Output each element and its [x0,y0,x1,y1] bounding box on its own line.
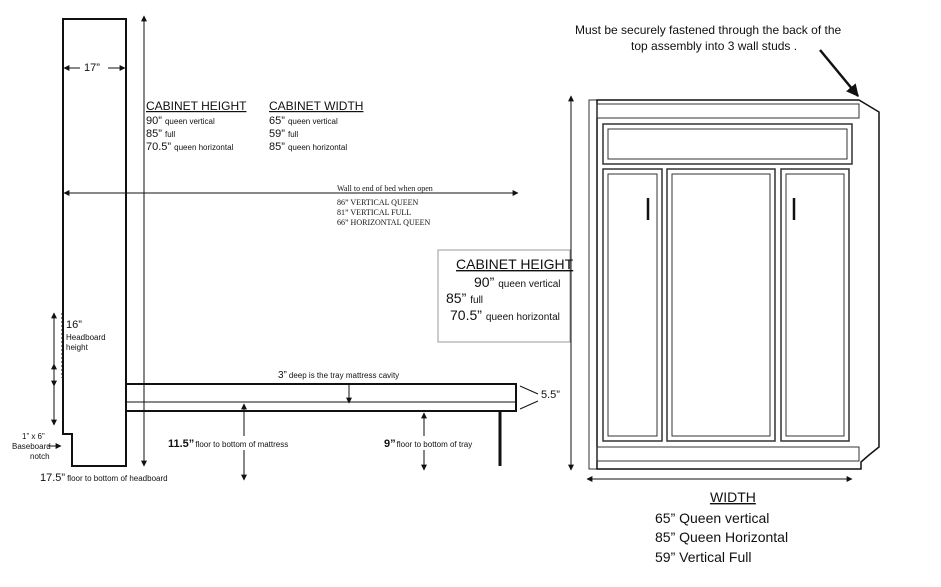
cabinet-outer-frame [596,99,880,470]
floor-to-mattress-label: 11.5”floor to bottom of mattress [168,438,288,450]
cabinet-height-row-3: 70.5” queen horizontal [146,141,234,153]
width-row-2: 85” Queen Horizontal [655,529,788,545]
cabinet-width-title: CABINET WIDTH [269,99,363,113]
header-panel-inset [607,128,848,160]
front-cabinet-height-row-1: 90”queen vertical [474,274,561,290]
left-door [602,168,663,442]
base-moulding [596,446,860,462]
headboard-label-2: height [66,343,89,352]
floor-to-tray-bg [382,436,480,450]
width-row-3: 59” Vertical Full [655,549,751,565]
headboard-label-1: Headboard [66,333,106,342]
wall-to-end-line-1: 86” VERTICAL QUEEN [337,198,419,207]
side-view: 17” CABINET HEIGHT 90” queen vertical 85… [12,15,560,484]
tray-depth-label: 3”deep is the tray mattress cavity [278,370,399,381]
tray-height-label: 5.5” [541,389,560,401]
cabinet-height-table: CABINET HEIGHT 90” queen vertical 85” fu… [146,99,247,153]
cabinet-height-title: CABINET HEIGHT [146,99,247,113]
cabinet-left-trim [588,99,598,470]
header-panel [602,123,853,165]
baseboard-label-1: 1” x 6” [22,432,45,441]
floor-to-tray-label: 9”floor to bottom of tray [384,438,472,450]
width-row-1: 65” Queen vertical [655,510,769,526]
cabinet-height-row-1: 90” queen vertical [146,115,215,127]
depth-label-bg [80,60,108,74]
install-note-line-2: top assembly into 3 wall studs . [631,39,797,53]
bed-tray [125,383,517,412]
center-panel [666,168,776,442]
floor-to-mattress-bg [166,436,302,450]
baseboard-label-2: Baseboard [12,442,51,451]
cabinet-width-table: CABINET WIDTH 65” queen vertical 59” ful… [269,99,363,153]
cabinet-width-row-1: 65” queen vertical [269,115,338,127]
wall-to-end-line-2: 81” VERTICAL FULL [337,208,411,217]
front-view: Must be securely fastened through the ba… [437,23,880,565]
wall-to-end-line-3: 66” HORIZONTAL QUEEN [337,218,430,227]
tray-height-leader-top [519,385,539,395]
cabinet-side-profile [62,18,127,467]
floor-to-headboard-label: 17.5”floor to bottom of headboard [40,472,168,484]
left-door-inset [607,173,658,437]
width-title: WIDTH [710,489,756,505]
front-cabinet-height-row-2: 85”full [446,290,483,306]
cabinet-height-row-2: 85” full [146,128,175,140]
baseboard-label-3: notch [30,452,50,461]
crown-moulding [596,103,860,119]
cabinet-width-row-3: 85” queen horizontal [269,141,347,153]
center-panel-inset [671,173,771,437]
front-cabinet-height-title: CABINET HEIGHT [456,256,574,272]
depth-label: 17” [84,62,100,74]
wall-to-end-title: Wall to end of bed when open [337,184,433,193]
front-cabinet-height-row-3: 70.5”queen horizontal [450,307,560,323]
right-door-inset [785,173,845,437]
install-note-arrow [819,49,859,97]
cabinet-width-row-2: 59” full [269,128,298,140]
tray-height-leader-bottom [519,400,539,410]
right-door [780,168,850,442]
install-note-line-1: Must be securely fastened through the ba… [575,23,841,37]
headboard-value: 16” [66,319,82,331]
cabinet-height-box [437,249,571,343]
